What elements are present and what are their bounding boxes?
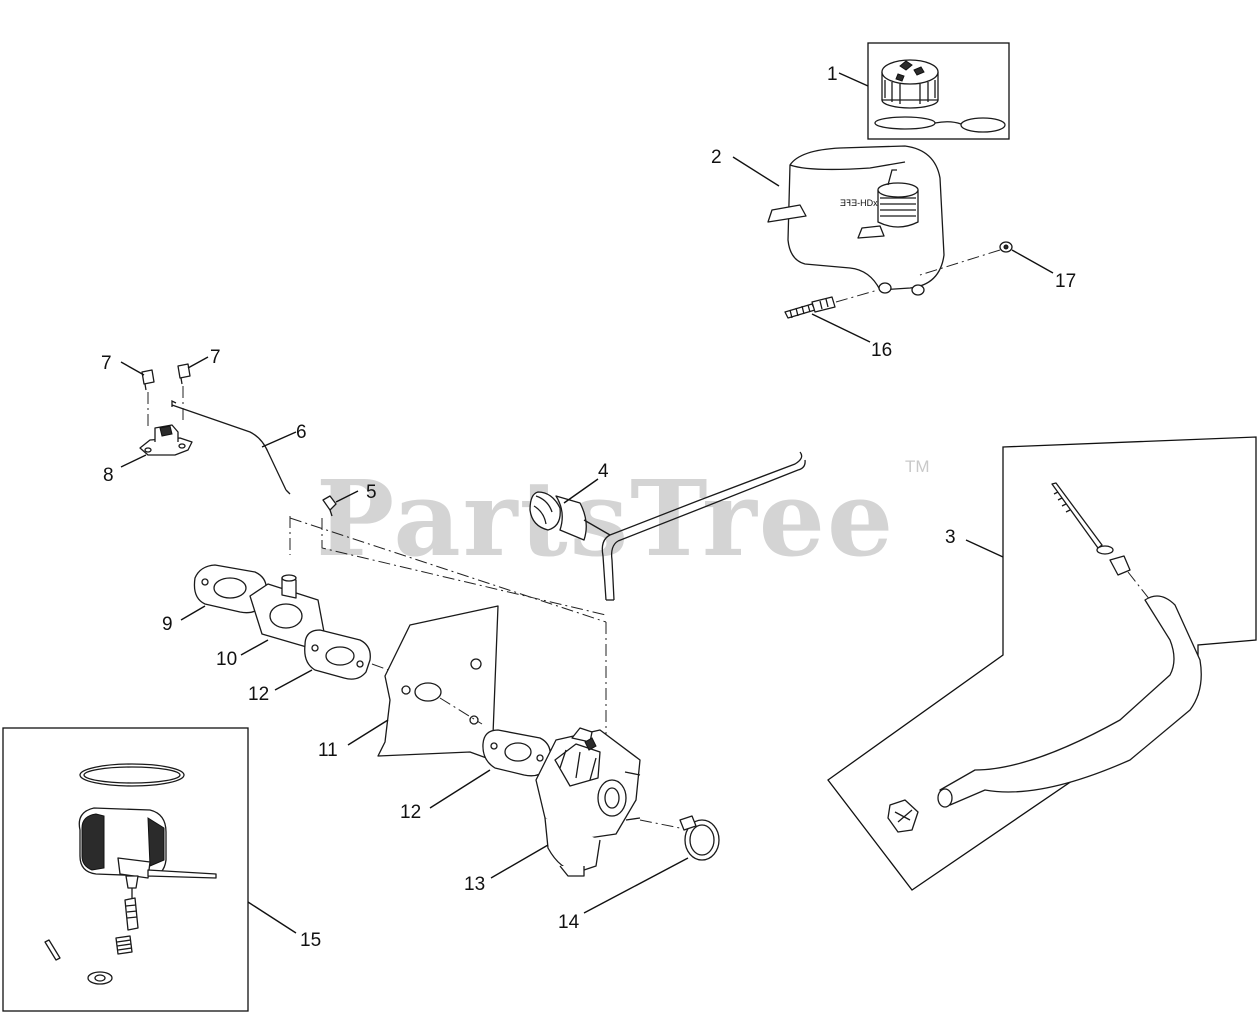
callout-12b: 12 [400, 802, 421, 823]
callout-1: 1 [827, 64, 838, 85]
callout-15: 15 [300, 930, 321, 951]
part-7-screw-right [177, 363, 191, 385]
leader-2 [732, 156, 780, 187]
callout-10: 10 [216, 649, 237, 670]
callout-8: 8 [103, 465, 114, 486]
callout-14: 14 [558, 912, 580, 933]
leader-3 [965, 539, 1004, 558]
tank-label: ƎꟻƎ-HDx [840, 198, 878, 208]
leader-16 [811, 313, 871, 343]
part-7-screw-left [141, 369, 155, 391]
leader-7a [120, 361, 145, 376]
leader-11 [347, 719, 389, 746]
leader-12b [429, 769, 491, 809]
fuel-line-group [827, 436, 1257, 891]
leader-17 [1011, 249, 1054, 274]
part-16-stud [784, 296, 836, 319]
leader-10 [240, 639, 269, 656]
leader-4 [563, 478, 599, 504]
watermark-text: PartsTree [316, 457, 895, 580]
part-6-throttle-link [171, 399, 291, 495]
callout-6: 6 [296, 422, 307, 443]
callout-3: 3 [945, 527, 956, 548]
carb-kit-box [2, 727, 249, 1012]
callout-2: 2 [711, 147, 722, 168]
part-4-fuel-line [529, 451, 806, 601]
carb-kit-group [2, 727, 249, 1012]
part-14-clamp [679, 815, 720, 861]
part-17-bushing [999, 241, 1013, 253]
callout-11: 11 [318, 740, 338, 761]
leader-8 [120, 454, 147, 468]
leader-5 [335, 490, 359, 503]
part-12-gasket-upper [304, 629, 371, 680]
callout-5: 5 [366, 482, 377, 503]
fuel-cap-box [867, 42, 1010, 140]
callout-7b: 7 [210, 347, 221, 368]
leader-6 [261, 431, 297, 448]
callout-7a: 7 [101, 353, 112, 374]
callout-12a: 12 [248, 684, 269, 705]
callout-16: 16 [871, 340, 892, 361]
part-11-heat-shield [377, 605, 499, 761]
callout-17: 17 [1055, 271, 1076, 292]
leader-9 [180, 605, 206, 621]
leader-14 [583, 857, 689, 914]
part-12-gasket-lower [482, 729, 551, 777]
watermark-trademark: TM [905, 457, 930, 476]
part-10-spacer [249, 574, 325, 649]
leader-7b [187, 356, 209, 369]
part-5-clip [322, 495, 337, 517]
leader-12a [274, 669, 313, 691]
callout-13: 13 [464, 874, 485, 895]
part-9-gasket [193, 564, 267, 614]
part-8-bracket [139, 424, 193, 456]
fuel-tank: ƎꟻƎ-HDx [767, 145, 945, 296]
callout-9: 9 [162, 614, 173, 635]
leader-1 [838, 72, 869, 87]
part-13-carburetor [535, 727, 641, 877]
fuel-cap-group [867, 42, 1010, 140]
leader-13 [490, 844, 549, 879]
leader-15 [247, 901, 297, 934]
callout-4: 4 [598, 461, 609, 482]
